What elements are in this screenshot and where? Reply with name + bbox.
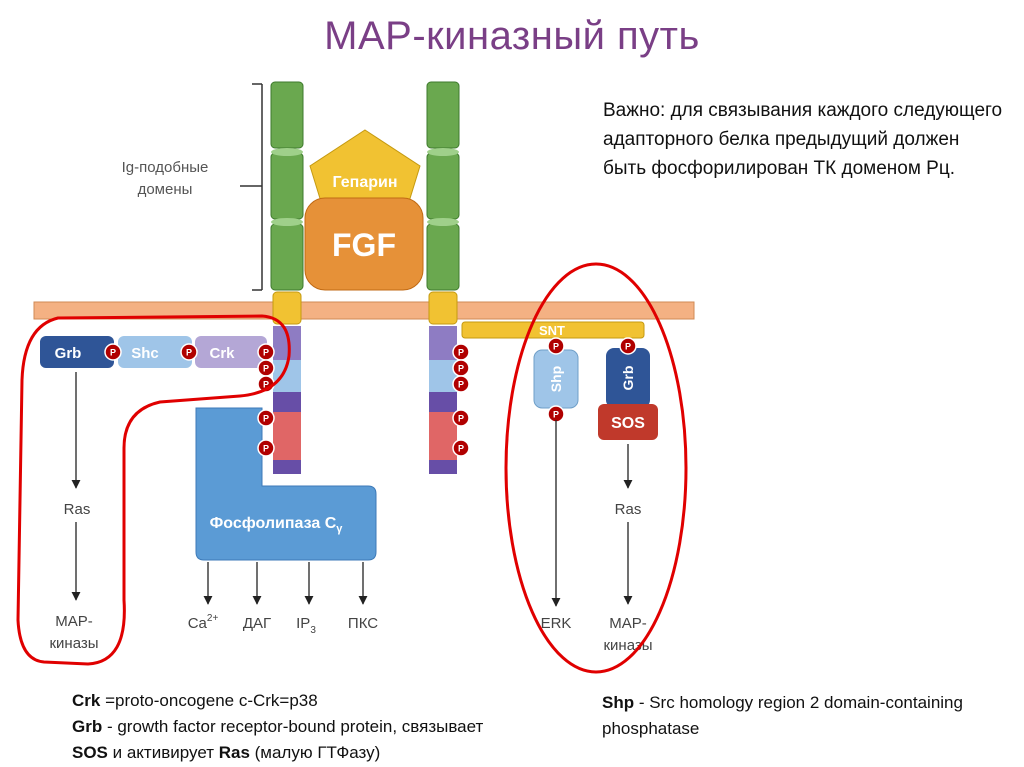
phosphate-group: P <box>452 359 470 377</box>
phosphate-label: P <box>186 348 192 358</box>
phospholipase-c-gamma <box>195 407 377 561</box>
phosphate-label: P <box>553 342 559 352</box>
legend-grb-term: Grb <box>72 717 103 736</box>
legend-ras-term: Ras <box>218 743 250 762</box>
legend-grb-def: - growth factor receptor-bound protein, … <box>102 717 484 736</box>
receptor-right-kinase <box>429 326 457 474</box>
phosphate-group: P <box>547 405 565 423</box>
phosphate-group: P <box>547 337 565 355</box>
shc-protein <box>118 336 192 368</box>
legend-shp-term: Shp <box>602 693 635 712</box>
phosphate-label: P <box>263 380 269 390</box>
phosphate-group: P <box>452 343 470 361</box>
ca-label: Ca2+ <box>188 613 219 632</box>
map-left-label: MAP- <box>55 613 93 630</box>
ip3-label: IP3 <box>296 615 316 636</box>
phosphate-group: P <box>619 337 637 355</box>
ig-domains-label-2: домены <box>138 181 193 198</box>
heparin-label: Гепарин <box>333 174 398 191</box>
ras-right-label: Ras <box>615 501 642 518</box>
phosphate-label: P <box>263 348 269 358</box>
highlight-grb-shc-crk-path <box>16 314 291 666</box>
legend-crk-term: Crk <box>72 691 101 710</box>
phosphate-group: P <box>257 439 275 457</box>
receptor-right-ig-domains <box>426 81 460 291</box>
phosphate-label: P <box>458 364 464 374</box>
map-right-label-2: киназы <box>603 637 652 654</box>
phosphate-label: P <box>263 364 269 374</box>
receptor-left-tm <box>272 291 302 325</box>
phosphate-group: P <box>257 343 275 361</box>
grb-vertical-label: Grb <box>620 366 636 391</box>
signal-arrows <box>71 372 633 607</box>
phosphate-label: P <box>458 444 464 454</box>
phosphate-group: P <box>452 375 470 393</box>
ig-bracket <box>240 83 263 291</box>
page-title: MAP-киназный путь <box>324 14 700 58</box>
phosphate-group: P <box>257 409 275 427</box>
snt-label: SNT <box>539 323 565 338</box>
legend-ras-def: (малую ГТФазу) <box>249 743 381 762</box>
map-right-label: MAP- <box>609 615 647 632</box>
shp-label: Shp <box>548 366 564 392</box>
legend-sos-term: SOS <box>72 743 108 762</box>
map-left-label-2: киназы <box>49 635 98 652</box>
footer-right-legend: Shp - Src homology region 2 domain-conta… <box>602 690 982 742</box>
phospholipase-label: Фосфолипаза Cγ <box>210 515 344 535</box>
phosphate-group: P <box>180 343 198 361</box>
crk-protein <box>195 336 267 368</box>
phosphate-label: P <box>458 414 464 424</box>
legend-crk: Crk =proto-oncogene c-Crk=p38 <box>72 688 612 714</box>
phosphate-label: P <box>263 444 269 454</box>
fgf-ligand <box>304 197 424 291</box>
highlight-snt-path <box>504 262 688 674</box>
note-text: Важно: для связывания каждого следующего… <box>603 100 1003 179</box>
sos-protein <box>598 404 658 440</box>
phosphate-label: P <box>458 348 464 358</box>
grb-protein <box>40 336 114 368</box>
legend-sos: SOS и активирует Ras (малую ГТФазу) <box>72 740 612 766</box>
erk-label: ERK <box>541 615 572 632</box>
phosphate-label: P <box>263 414 269 424</box>
legend-shp-def: - Src homology region 2 domain-containin… <box>602 693 963 738</box>
footer-left-legend: Crk =proto-oncogene c-Crk=p38 Grb - grow… <box>72 688 612 766</box>
legend-crk-def: =proto-oncogene c-Crk=p38 <box>100 691 318 710</box>
phosphate-group: P <box>257 359 275 377</box>
pkc-label: ПКС <box>348 615 378 632</box>
cell-membrane <box>33 301 695 320</box>
receptor-left-ig-domains <box>270 81 304 291</box>
phosphate-label: P <box>110 348 116 358</box>
dag-label: ДАГ <box>243 615 271 632</box>
fgf-label: FGF <box>332 227 396 263</box>
ras-left-label: Ras <box>64 501 91 518</box>
sos-label: SOS <box>611 415 645 432</box>
receptor-left-kinase <box>273 326 301 474</box>
grb-label: Grb <box>55 345 82 362</box>
ig-domains-label: Ig-подобные <box>122 159 209 176</box>
receptor-right-tm <box>428 291 458 325</box>
legend-grb: Grb - growth factor receptor-bound prote… <box>72 714 612 740</box>
crk-label: Crk <box>209 345 235 362</box>
phosphate-group: P <box>452 439 470 457</box>
phosphate-group: P <box>452 409 470 427</box>
phosphate-label: P <box>625 342 631 352</box>
phosphate-label: P <box>553 410 559 420</box>
grb-vertical-protein <box>606 348 650 408</box>
shc-label: Shc <box>131 345 159 362</box>
legend-sos-mid: и активирует <box>107 743 219 762</box>
phosphate-group: P <box>104 343 122 361</box>
phosphate-label: P <box>458 380 464 390</box>
